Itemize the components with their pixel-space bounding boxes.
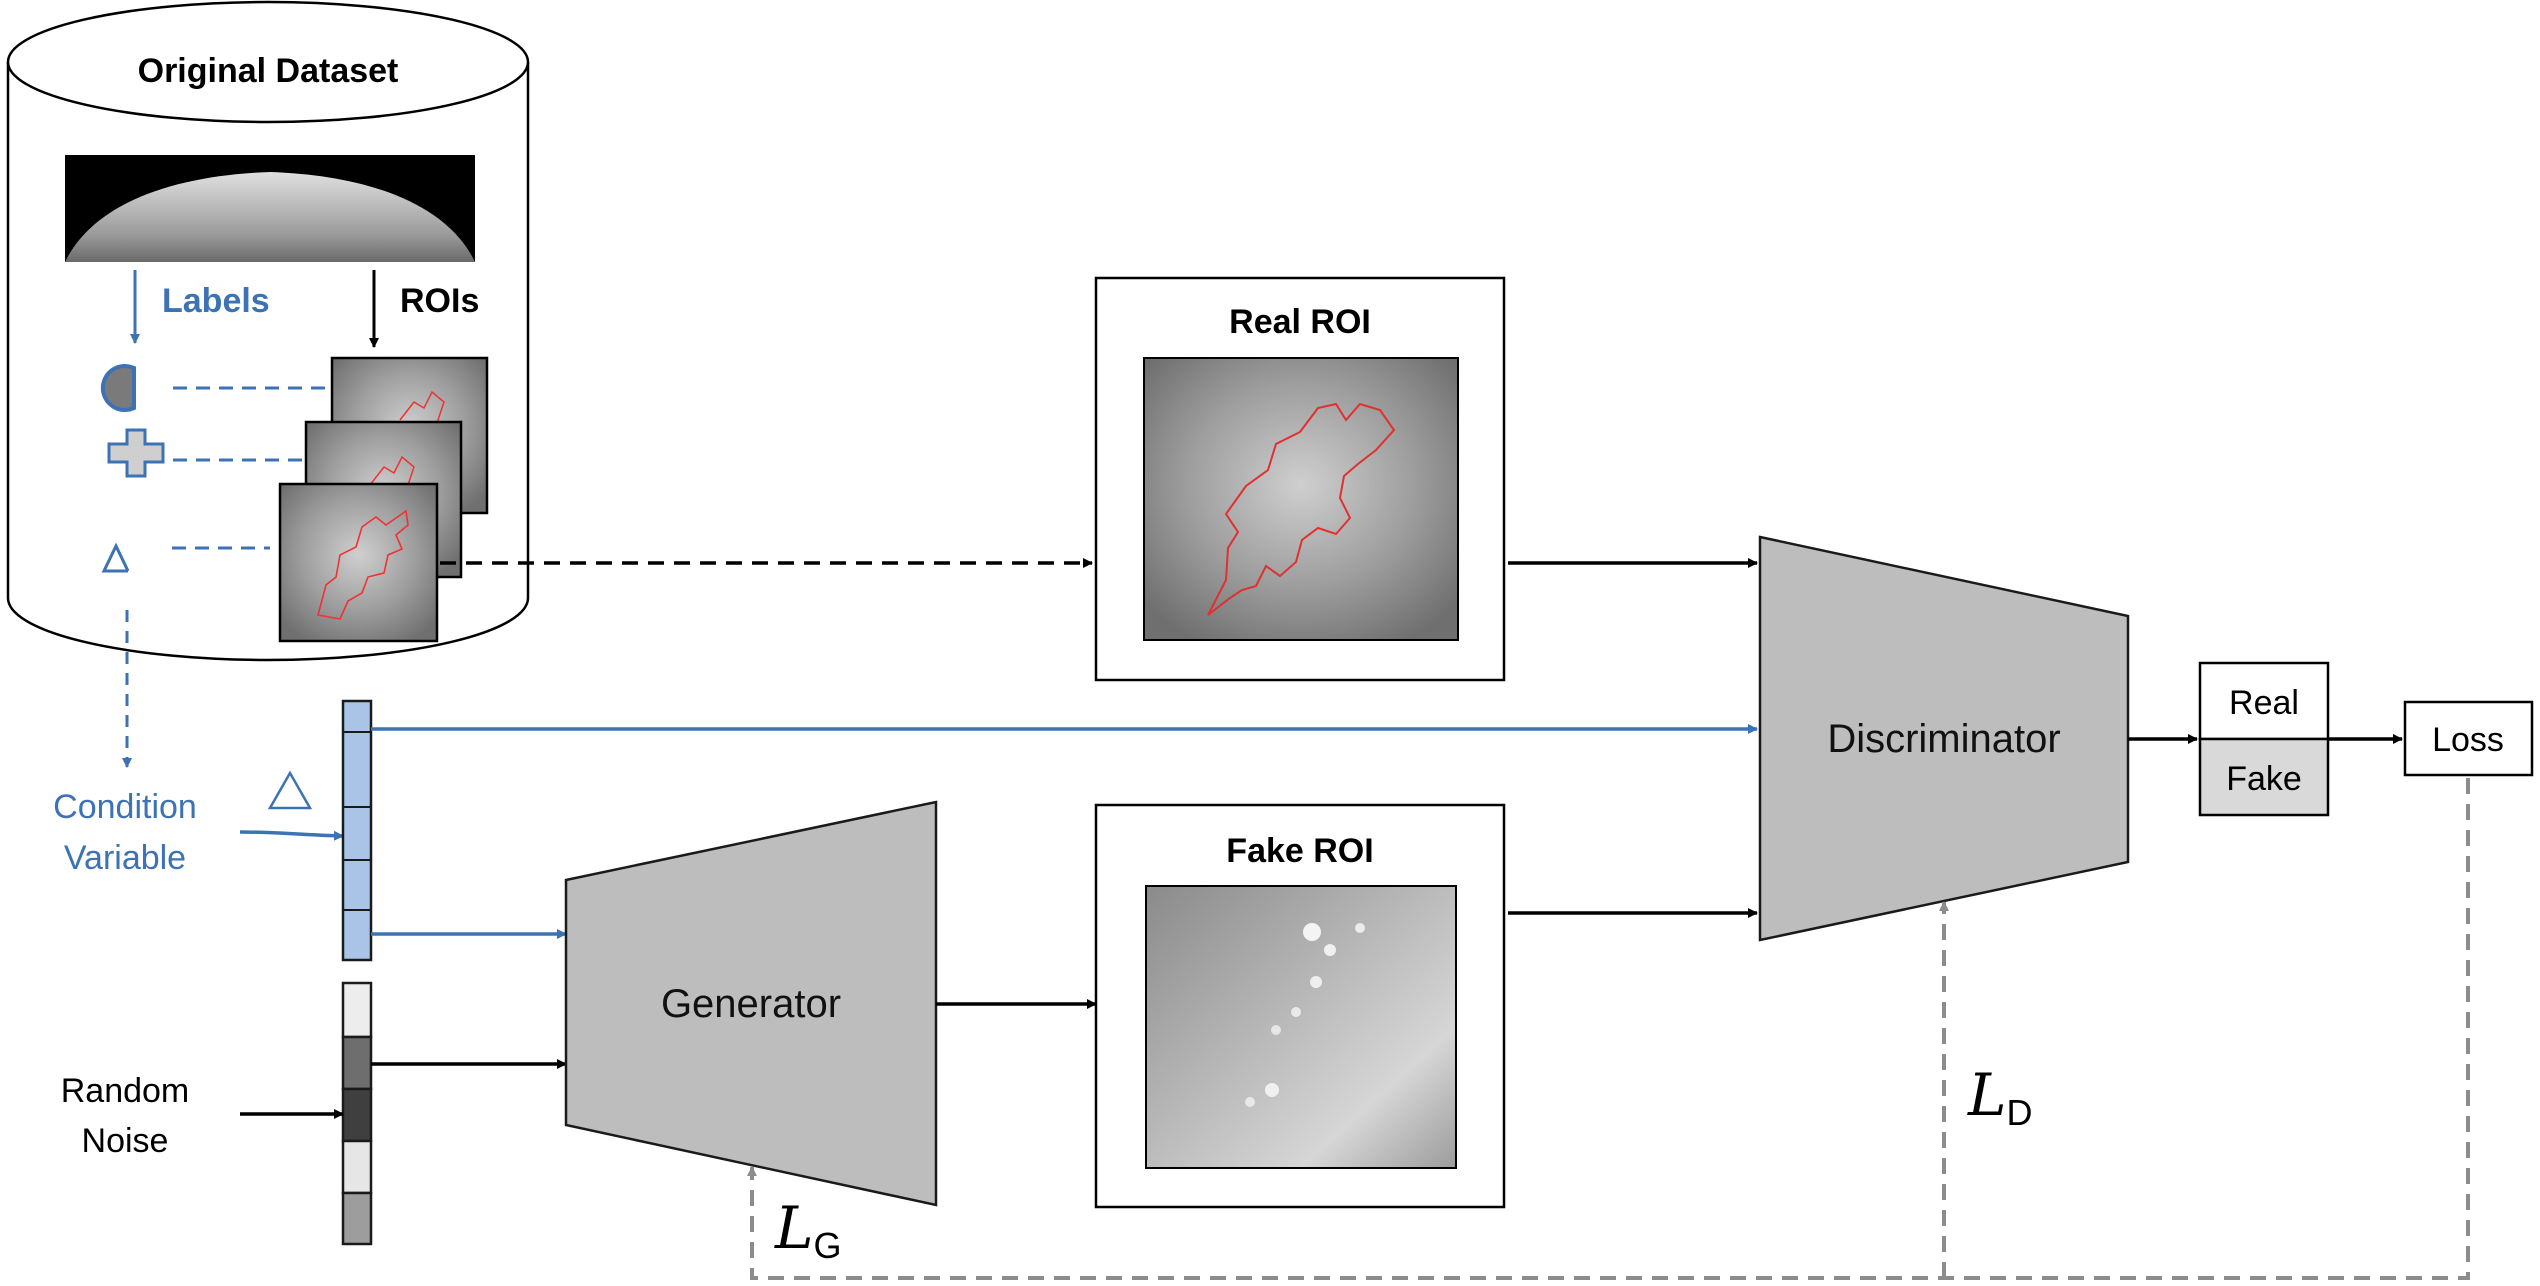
- condition-triangle-icon: [267, 770, 313, 810]
- cross-shape-icon: [107, 428, 165, 478]
- real-roi-image: [1143, 357, 1459, 641]
- fake-output-box: [2198, 737, 2330, 817]
- noise-vector: [341, 981, 373, 1246]
- fake-roi-image: [1145, 885, 1457, 1169]
- roi-stack: [278, 356, 489, 643]
- dataset-title: Original Dataset: [138, 52, 399, 90]
- condition-vector: [341, 699, 373, 962]
- triangle-shape-icon: [101, 542, 130, 573]
- loss-label: Loss: [2432, 721, 2504, 759]
- discriminator-block: [1758, 535, 2130, 942]
- condition-line2: Variable: [64, 839, 186, 877]
- generator-block: [564, 800, 938, 1207]
- ld-symbol: LD: [1967, 1061, 2033, 1133]
- generator-label: Generator: [661, 982, 841, 1026]
- noise-line2: Noise: [82, 1122, 169, 1160]
- mammogram-image: [65, 155, 475, 262]
- loss-box: [2403, 700, 2534, 777]
- real-roi-title: Real ROI: [1229, 303, 1371, 341]
- fake-output-label: Fake: [2226, 760, 2302, 798]
- round-shape-icon: [100, 364, 136, 412]
- loss-feedback-generator: [747, 778, 2470, 1280]
- lg-symbol: LG: [774, 1194, 842, 1266]
- real-output-box: [2198, 661, 2330, 741]
- fake-roi-title: Fake ROI: [1226, 832, 1373, 870]
- condition-line1: Condition: [53, 788, 197, 826]
- noise-line1: Random: [61, 1072, 190, 1110]
- rois-text: ROIs: [400, 282, 479, 320]
- condition-input-arrow: [239, 830, 344, 841]
- real-output-label: Real: [2229, 684, 2299, 722]
- labels-text: Labels: [162, 282, 270, 320]
- discriminator-label: Discriminator: [1827, 717, 2060, 761]
